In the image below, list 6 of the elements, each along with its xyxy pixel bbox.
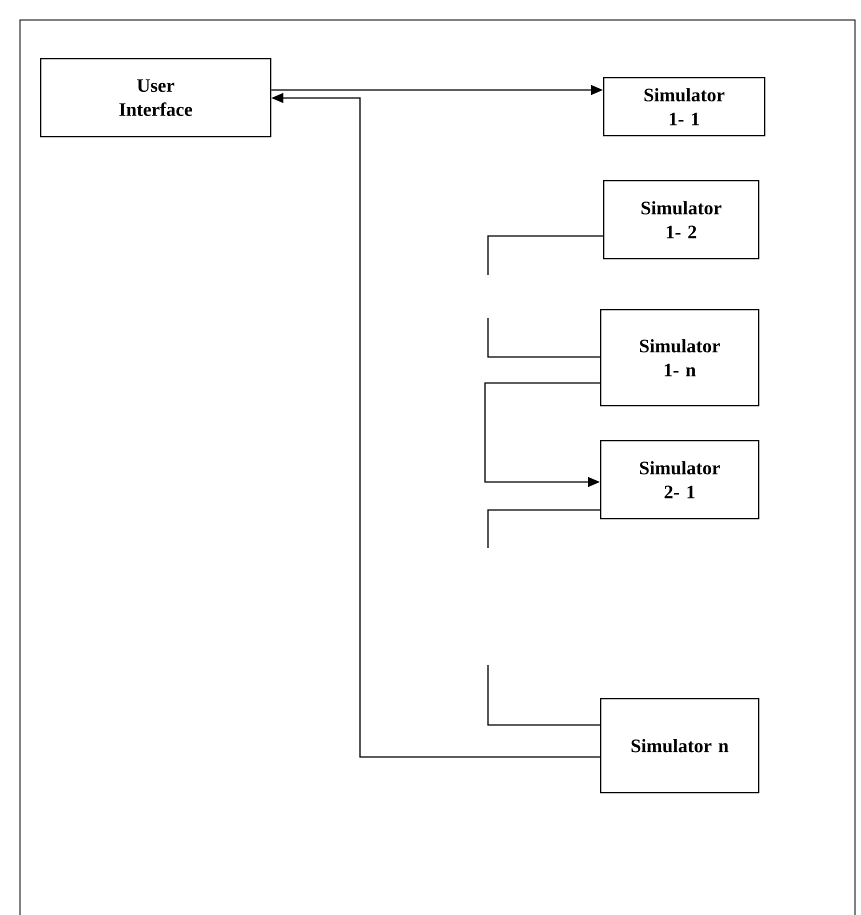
- simulator-box: Simulator 1- n: [600, 309, 760, 406]
- interface-box: User Interface: [40, 58, 272, 138]
- simulator-box: Simulator 1- 1: [603, 77, 766, 136]
- simulator-box: Simulator 1- 2: [603, 180, 760, 260]
- simulator-box: Simulator n: [600, 698, 760, 794]
- simulator-box: Simulator 2- 1: [600, 440, 760, 520]
